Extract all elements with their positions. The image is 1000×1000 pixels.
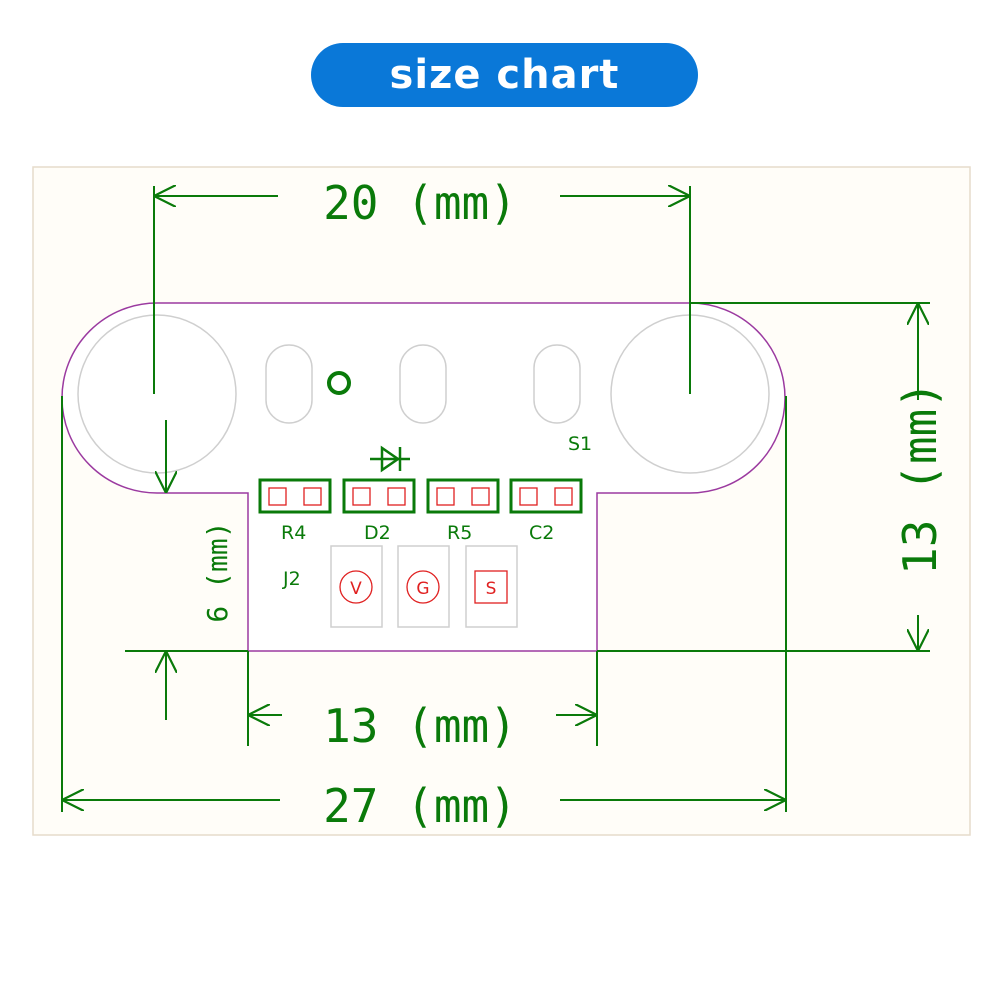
tab-width-label: 13 (mm) [323, 699, 517, 753]
right-height-label: 13 (mm) [893, 381, 947, 575]
indicator-ring [327, 371, 351, 395]
sensor-slot-2 [399, 344, 447, 424]
sensor-slot-3 [533, 344, 581, 424]
pad-c2 [509, 478, 583, 514]
pin-g-pad [406, 570, 440, 604]
pad-r4 [258, 478, 332, 514]
title-badge: size chart [311, 43, 698, 107]
diode-icon [370, 445, 410, 473]
component-label-c2: C2 [529, 522, 554, 544]
pin-v-label: V [350, 579, 362, 599]
pin-g-label: G [416, 579, 429, 599]
pad-d2 [342, 478, 416, 514]
component-label-r4: R4 [281, 522, 306, 544]
top-width-label: 20 (mm) [323, 176, 517, 230]
component-label-d2: D2 [364, 522, 391, 544]
pin-s-label: S [486, 579, 497, 599]
total-width-label: 27 (mm) [323, 779, 517, 833]
component-pads [258, 478, 583, 514]
switch-label: S1 [568, 433, 592, 455]
pad-r5 [426, 478, 500, 514]
pin-v-pad [339, 570, 373, 604]
component-label-r5: R5 [447, 522, 472, 544]
connector-pins: V G S [330, 545, 518, 628]
pin-s-pad [474, 570, 508, 604]
title-text: size chart [389, 52, 620, 98]
tab-height-label: 6 (mm) [201, 521, 234, 622]
connector-label: J2 [282, 568, 301, 590]
sensor-slot-1 [265, 344, 313, 424]
